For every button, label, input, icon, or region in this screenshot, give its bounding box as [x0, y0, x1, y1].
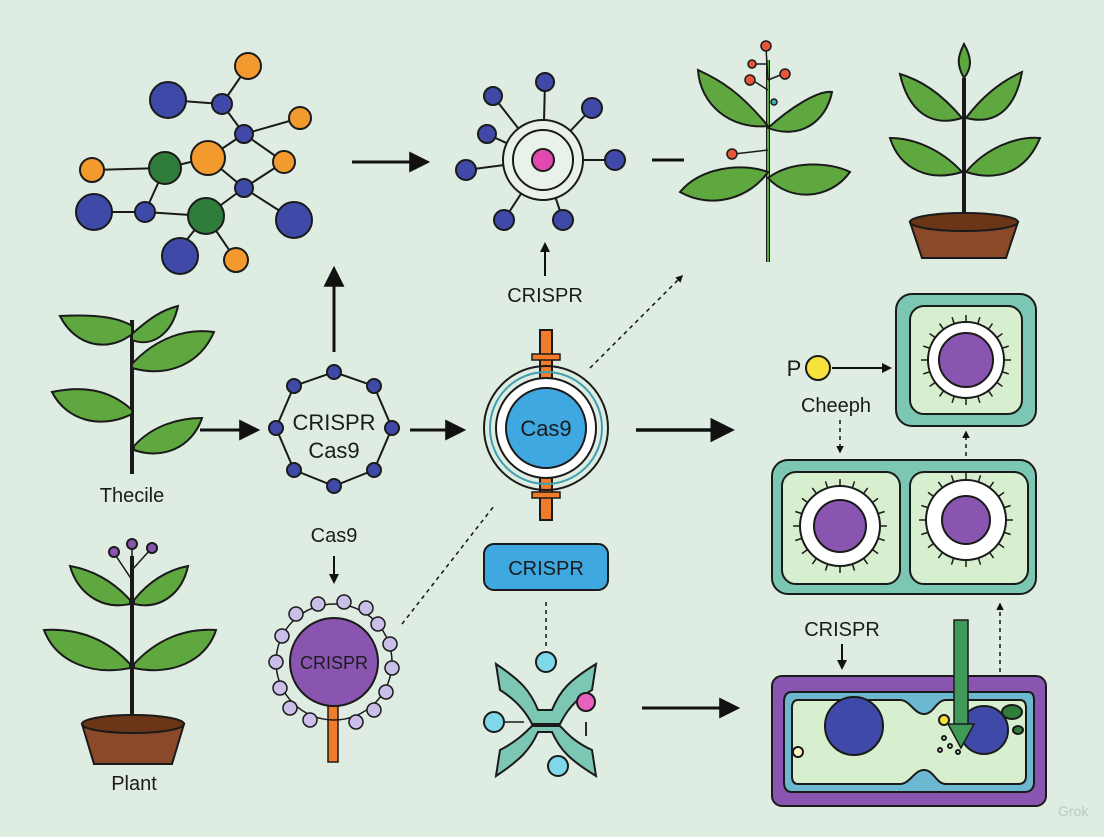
cell-spike [811, 487, 818, 495]
cell-spike [988, 481, 995, 489]
cell-spike [997, 491, 1005, 498]
watermark: Grok [1058, 803, 1089, 819]
plant-cell-top [895, 293, 1037, 427]
cell-spike [851, 563, 856, 571]
label-crispr-circle: CRISPR [300, 653, 368, 673]
cell-spike [997, 542, 1005, 549]
cell-spike [950, 475, 955, 483]
crispr-box [483, 543, 609, 591]
cell-spike [927, 542, 935, 549]
label-cas9-center: Cas9 [520, 416, 571, 441]
cell-spike [929, 332, 936, 339]
label-plant: Plant [111, 773, 157, 795]
cell-spike [795, 537, 803, 542]
label-crispr-top: CRISPR [507, 285, 583, 307]
cell-spike [977, 316, 981, 325]
cell-spike [877, 537, 885, 542]
crispr-cas9-ring [268, 364, 400, 494]
plant-cell-pair [771, 459, 1037, 595]
cell-spike [824, 481, 829, 489]
cell-spike [862, 557, 869, 565]
label-crispr-ring: CRISPR [292, 410, 375, 435]
cell-spike [929, 381, 936, 388]
label-crispr-box: CRISPR [508, 558, 584, 580]
membrane-receptor [483, 651, 598, 779]
cell-spike [950, 557, 955, 565]
cell-spike [851, 481, 856, 489]
cell-spike [921, 504, 929, 509]
cell-spike [987, 390, 994, 397]
cell-spike [1001, 345, 1010, 349]
cell-spike [988, 551, 995, 559]
cell-spike [801, 548, 809, 555]
label-i: I [583, 719, 589, 741]
label-p: P [787, 356, 802, 381]
cell-spike [811, 557, 818, 565]
cell-spike [951, 395, 955, 404]
cell-spike [987, 323, 994, 330]
tall-plant [678, 40, 852, 262]
label-crispr-right: CRISPR [804, 619, 880, 641]
cell-spike [938, 390, 945, 397]
plant-potted-bottom [42, 538, 218, 765]
label-cheeph: Cheeph [801, 395, 871, 417]
cell-spike [801, 497, 809, 504]
cell-spike [795, 510, 803, 515]
cell-spike [921, 531, 929, 536]
plant-cell-bottom [771, 675, 1047, 807]
cell-spike [871, 497, 879, 504]
potted-plant-top [888, 41, 1042, 259]
cas9-complex [483, 329, 609, 521]
cell-spike [1001, 371, 1010, 375]
cell-spike [871, 548, 879, 555]
dotted-crispr-to-cas9 [401, 505, 495, 625]
cell-spike [977, 395, 981, 404]
cell-spikes [793, 315, 1013, 573]
label-cas9-small: Cas9 [311, 525, 358, 547]
cell-spike [951, 316, 955, 325]
cell-spike [922, 371, 931, 375]
cell-spike [922, 345, 931, 349]
crispr-bead-ring [268, 594, 400, 763]
cell-spike [977, 475, 982, 483]
cell-spike [1003, 531, 1011, 536]
cell-spike [877, 510, 885, 515]
cell-spike [862, 487, 869, 495]
green-insertion-arrow [946, 619, 976, 750]
cell-spike [996, 332, 1003, 339]
cell-spike [937, 551, 944, 559]
label-thecile: Thecile [100, 485, 164, 507]
cell-spike [927, 491, 935, 498]
cell-spike [938, 323, 945, 330]
cell-spike [996, 381, 1003, 388]
cell-spike [977, 557, 982, 565]
label-cas9-ring: Cas9 [308, 438, 359, 463]
cell-spike [824, 563, 829, 571]
dotted-cas9-to-plant [589, 274, 684, 369]
molecule-atoms [75, 52, 313, 275]
cell-spike [937, 481, 944, 489]
plant-thecile [50, 304, 216, 474]
cell-spike [1003, 504, 1011, 509]
yellow-molecule [805, 355, 831, 381]
target-cell [455, 72, 626, 231]
